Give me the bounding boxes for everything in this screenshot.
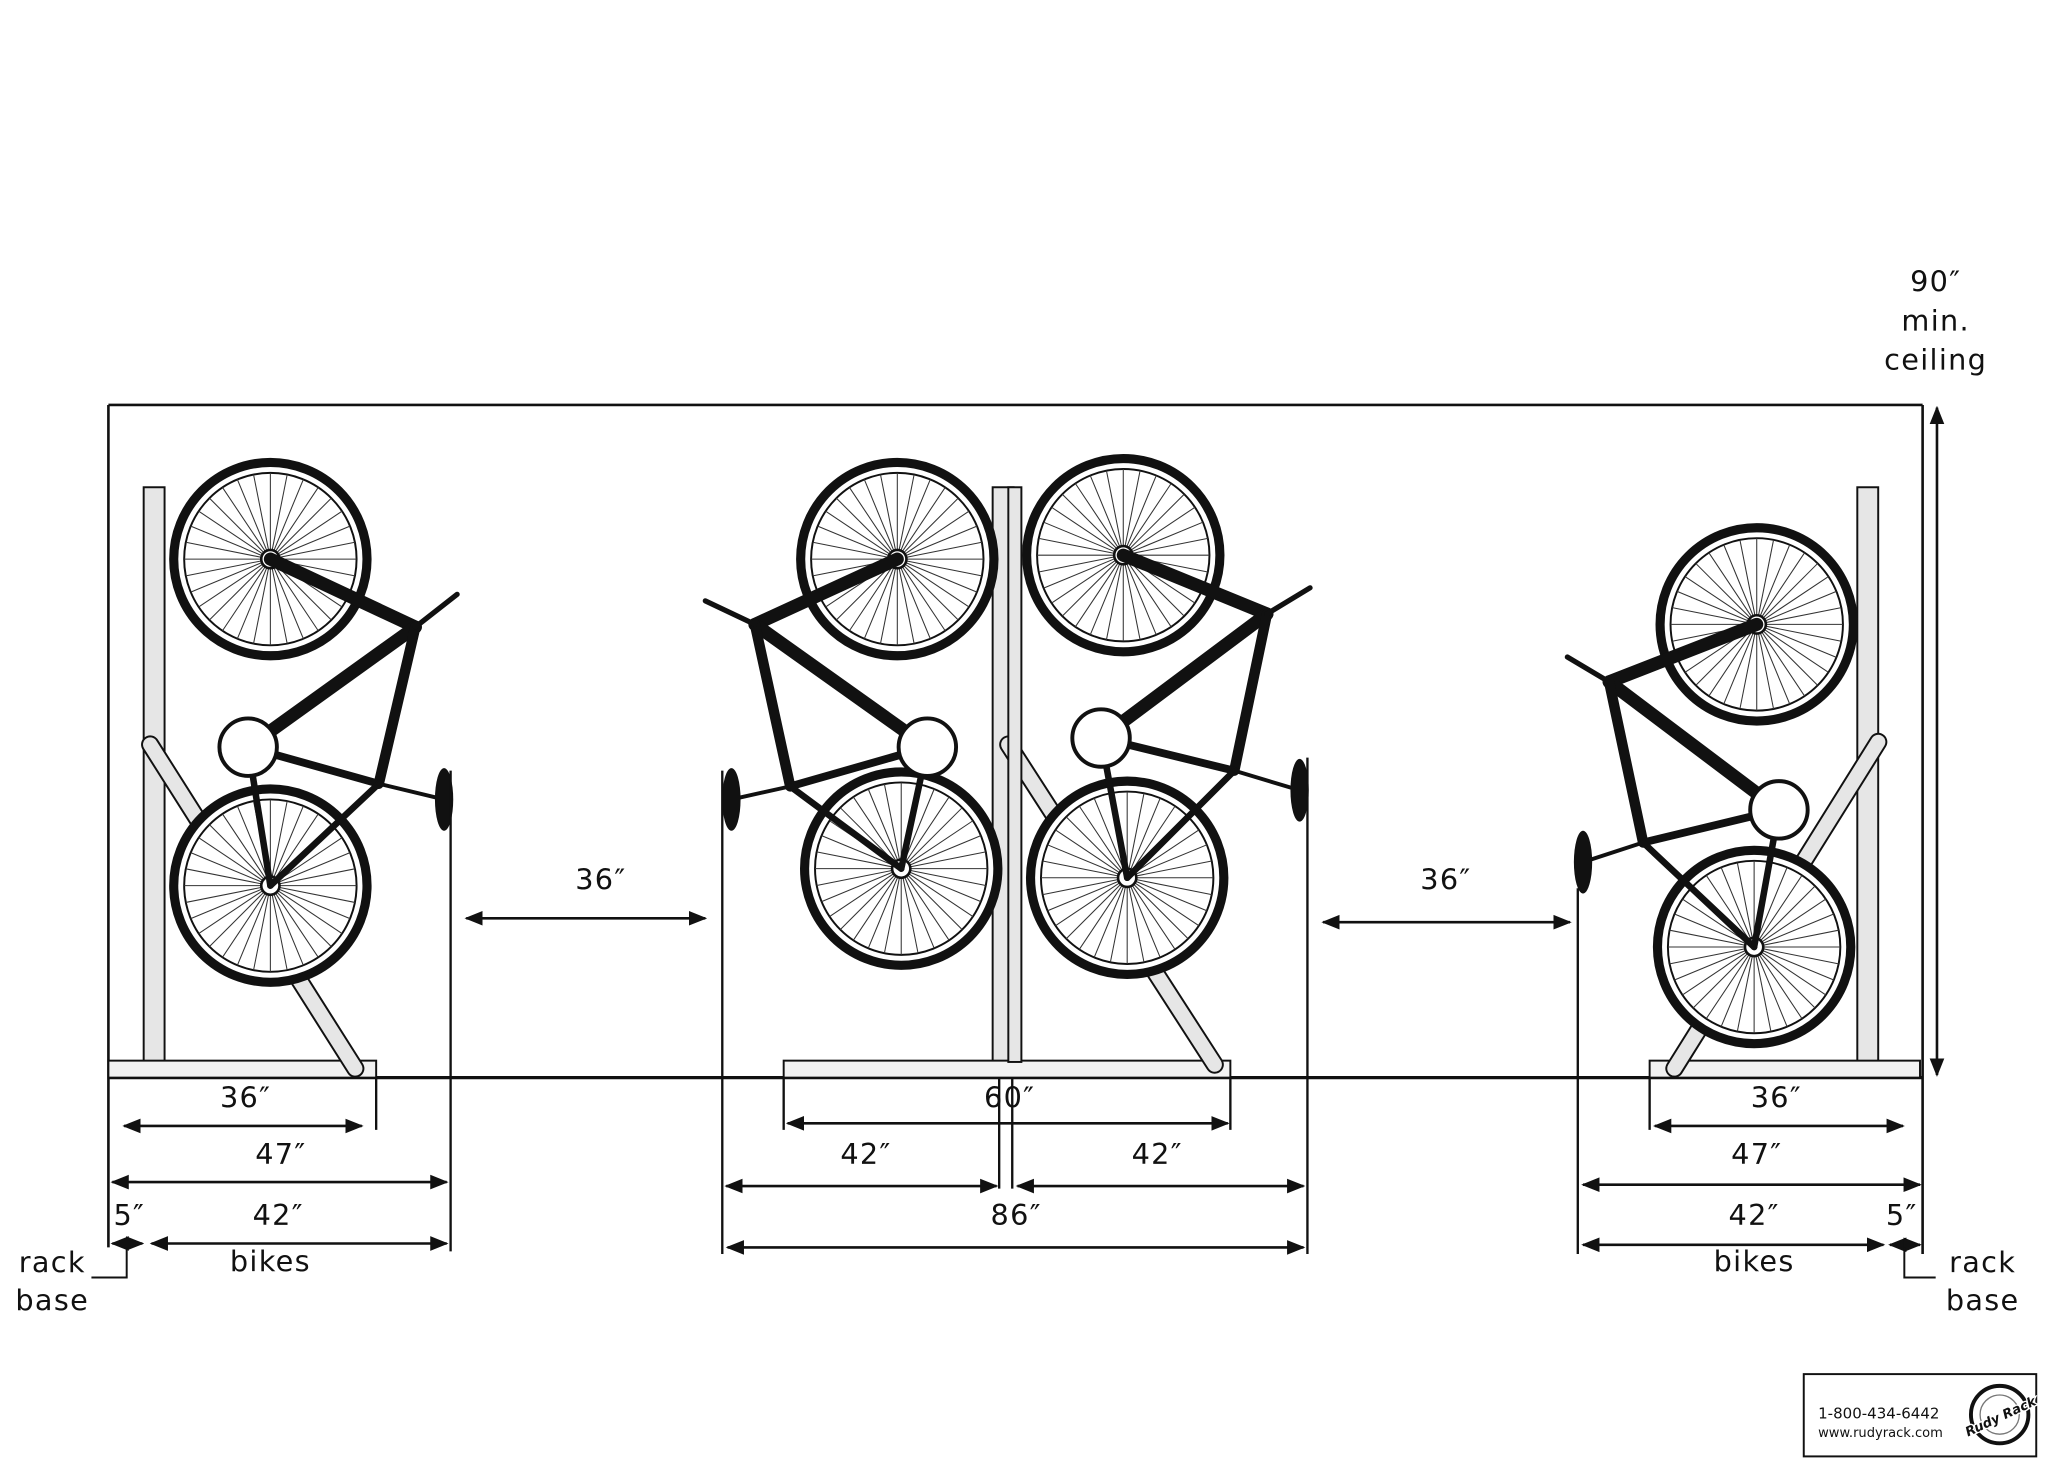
saddle [722, 768, 741, 831]
left-bikes-label: bikes [230, 1244, 311, 1278]
left-36-label: 36″ [220, 1081, 271, 1115]
center-right-bike [1022, 453, 1313, 980]
ceiling-height-label: 90″ [1910, 264, 1961, 298]
right-bike [1564, 523, 1858, 1049]
chainring [1748, 779, 1810, 841]
bikes [169, 453, 1858, 1049]
left-42-label: 42″ [253, 1198, 304, 1232]
phone-number: 1-800-434-6442 [1818, 1405, 1939, 1423]
logo-box: 1-800-434-6442 www.rudyrack.com Rudy Rac… [1802, 1373, 2041, 1458]
left-bike [169, 457, 460, 987]
left-5-label: 5″ [113, 1198, 145, 1232]
saddle [1573, 830, 1593, 894]
center-86-label: 86″ [991, 1198, 1042, 1232]
saddle [434, 768, 454, 831]
chainring [217, 716, 279, 778]
dimension-lines [91, 405, 1945, 1279]
right-rack-label: rack [1949, 1245, 2016, 1279]
gap-left-label: 36″ [575, 863, 626, 897]
left-rack-label: rack [19, 1245, 86, 1279]
left-47-label: 47″ [255, 1137, 306, 1171]
right-47-label: 47″ [1731, 1137, 1782, 1171]
chainring [896, 716, 959, 778]
saddle [1290, 758, 1309, 822]
ceiling-word-label: ceiling [1884, 343, 1987, 377]
center-42b-label: 42″ [1132, 1137, 1183, 1171]
gap-right-label: 36″ [1420, 863, 1471, 897]
ceiling-min-label: min. [1901, 304, 1970, 338]
center-42a-label: 42″ [840, 1137, 891, 1171]
left-base-label: base [15, 1283, 89, 1317]
racks [107, 486, 1921, 1079]
right-36-label: 36″ [1751, 1081, 1802, 1115]
right-base-label: base [1946, 1283, 2020, 1317]
center-left-bike [702, 457, 1003, 970]
right-rack-base-leader [1903, 1247, 1936, 1279]
chainring [1070, 707, 1132, 769]
center-rack-second-post [1007, 486, 1023, 1063]
website-url: www.rudyrack.com [1818, 1426, 1943, 1441]
left-rack-base-leader [91, 1247, 128, 1279]
right-42-label: 42″ [1729, 1198, 1780, 1232]
right-bikes-label: bikes [1714, 1244, 1795, 1278]
center-60-label: 60″ [984, 1081, 1035, 1115]
right-5-label: 5″ [1886, 1198, 1918, 1232]
